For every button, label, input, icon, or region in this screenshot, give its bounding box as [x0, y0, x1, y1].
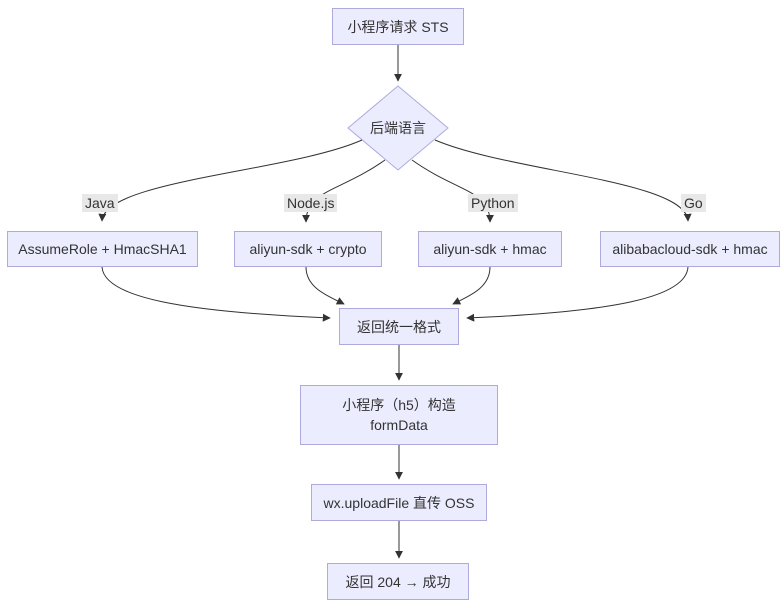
node-upload-oss: wx.uploadFile 直传 OSS	[311, 484, 487, 521]
edge-lang-to-go	[434, 139, 692, 222]
edge-label-java: Java	[82, 194, 118, 212]
edge-label-python: Python	[468, 194, 518, 212]
node-go-impl: alibabacloud-sdk + hmac	[600, 231, 780, 267]
node-formdata: 小程序（h5）构造 formData	[300, 385, 498, 445]
edge-java-to-unified	[101, 266, 331, 322]
node-sts-request: 小程序请求 STS	[332, 8, 464, 45]
node-backend-lang: 后端语言	[348, 118, 448, 138]
edge-label-nodejs: Node.js	[284, 194, 338, 212]
node-python-impl: aliyun-sdk + hmac	[418, 231, 562, 267]
node-formdata-label-line1: 小程序（h5）构造	[342, 397, 456, 413]
node-java-impl-label: AssumeRole + HmacSHA1	[18, 241, 187, 257]
decision-diamond-shape	[347, 85, 449, 171]
node-nodejs-impl: aliyun-sdk + crypto	[234, 231, 382, 267]
node-formdata-label-line2: formData	[370, 417, 428, 433]
node-success: 返回 204 → 成功	[327, 563, 469, 600]
edge-python-to-unified	[452, 266, 491, 305]
node-upload-oss-label: wx.uploadFile 直传 OSS	[323, 494, 475, 511]
node-unified-label: 返回统一格式	[357, 318, 441, 335]
node-java-impl: AssumeRole + HmacSHA1	[7, 231, 198, 267]
edge-lang-to-nodejs	[302, 159, 386, 223]
node-go-impl-label: alibabacloud-sdk + hmac	[612, 241, 768, 257]
node-sts-request-label: 小程序请求 STS	[347, 18, 449, 35]
node-nodejs-impl-label: aliyun-sdk + crypto	[249, 241, 367, 257]
node-backend-lang-label: 后端语言	[370, 120, 426, 136]
edge-label-go: Go	[681, 194, 706, 212]
edge-go-to-unified	[466, 266, 689, 322]
node-unified: 返回统一格式	[339, 308, 459, 345]
node-success-label: 返回 204 → 成功	[345, 573, 451, 590]
edge-lang-to-python	[411, 159, 494, 223]
edge-nodejs-to-unified	[305, 266, 345, 305]
node-python-impl-label: aliyun-sdk + hmac	[433, 241, 547, 257]
